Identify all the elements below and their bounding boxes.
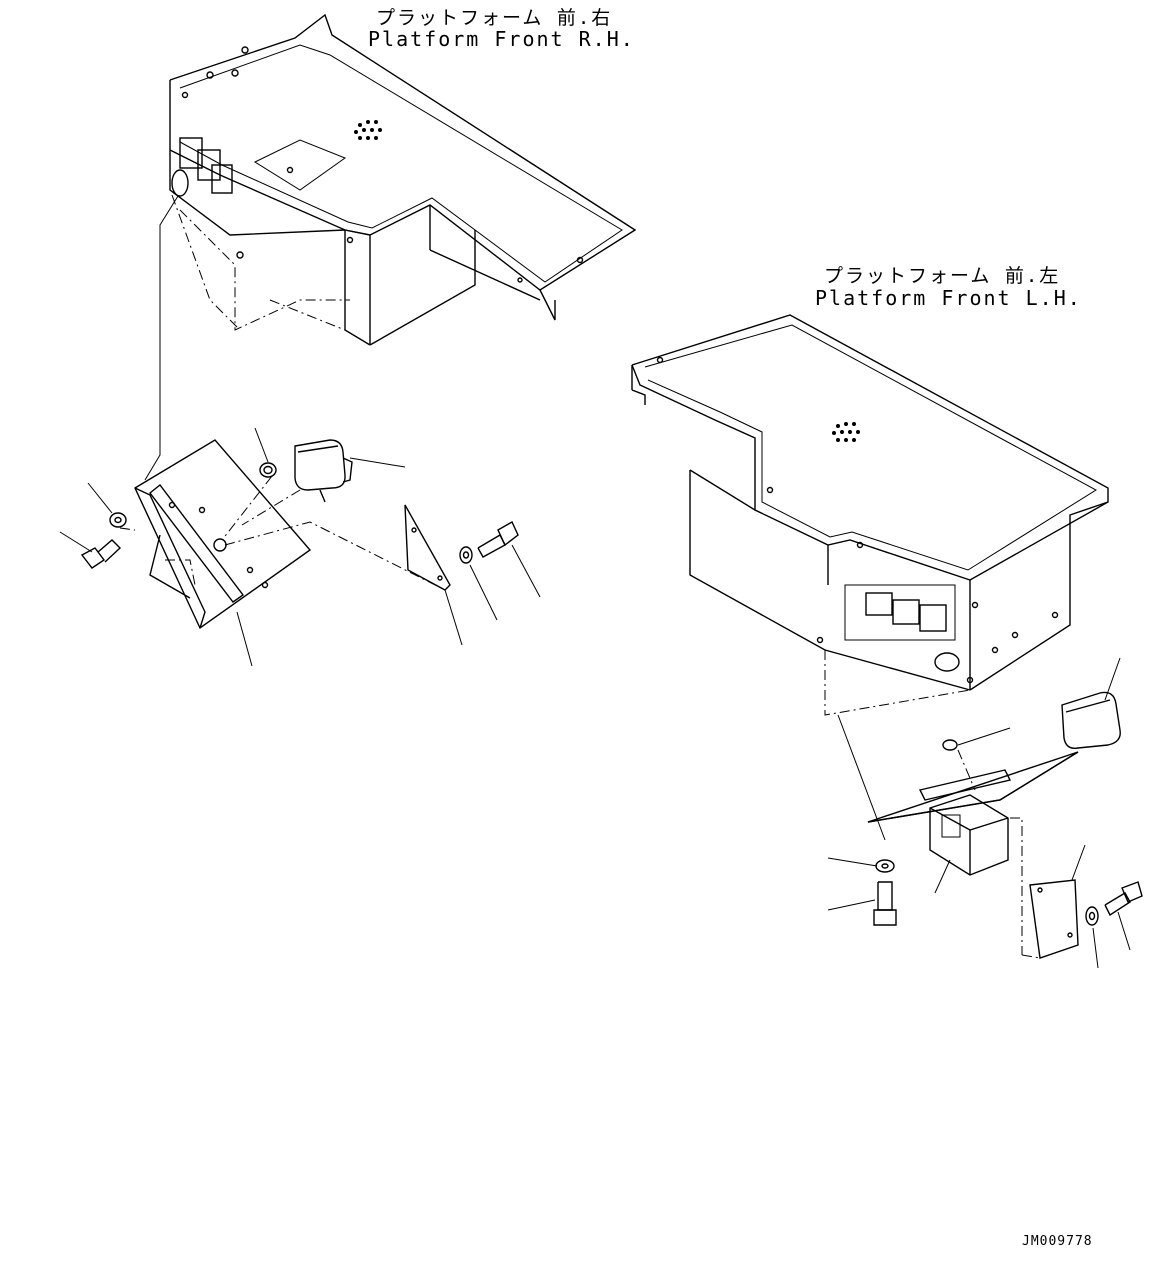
label-lh-jp: プラットフォーム 前.左	[824, 265, 1061, 287]
label-lh-en: Platform Front L.H.	[815, 286, 1082, 310]
rivet-cluster-lh	[832, 422, 860, 442]
lamp-assembly-rh	[59, 427, 541, 667]
lamp-assembly-lh	[827, 657, 1143, 969]
platform-front-lh	[631, 314, 1109, 841]
platform-front-rh	[144, 13, 637, 481]
rivet-cluster-rh	[354, 120, 382, 140]
drawing-code: JM009778	[1022, 1234, 1093, 1249]
label-rh-jp: プラットフォーム 前.右	[376, 7, 613, 29]
label-rh-en: Platform Front R.H.	[368, 27, 635, 51]
